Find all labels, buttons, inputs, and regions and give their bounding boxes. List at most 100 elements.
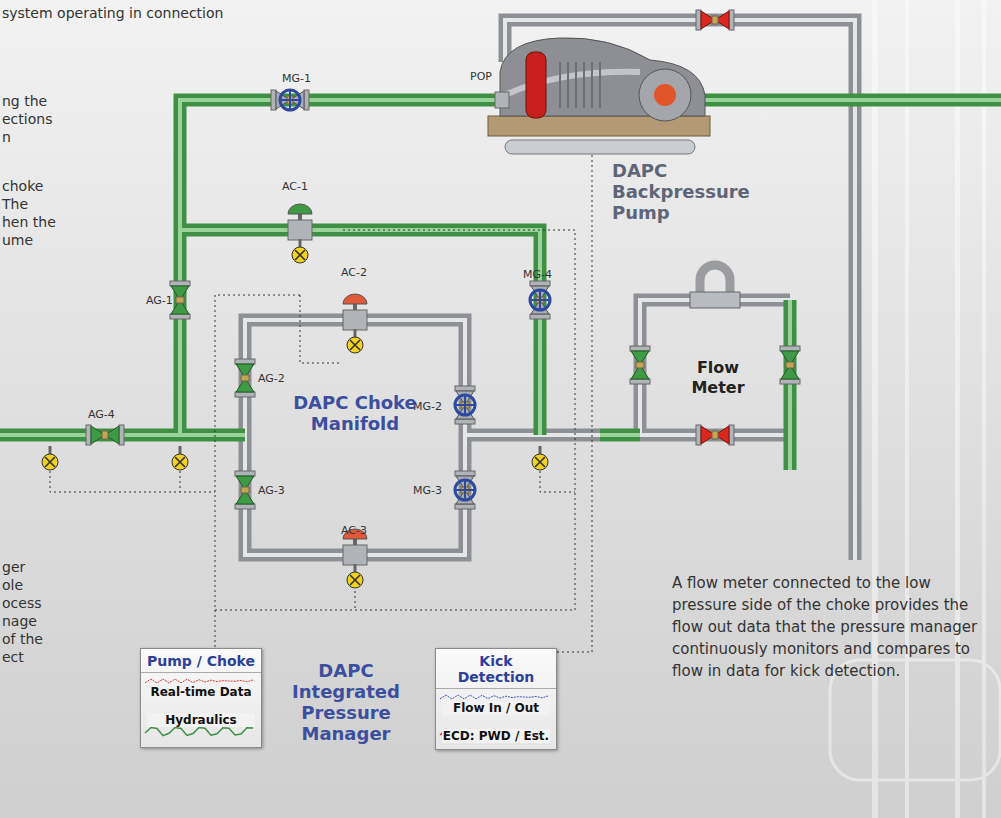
ghost-line bbox=[955, 0, 960, 818]
pressure-sensor bbox=[347, 337, 363, 353]
fin bbox=[591, 62, 593, 108]
fitting-part bbox=[712, 16, 718, 24]
fin bbox=[567, 62, 569, 108]
ghost-line bbox=[872, 0, 878, 818]
fitting-part bbox=[236, 476, 254, 504]
fitting-part bbox=[295, 250, 305, 260]
fitting-part bbox=[455, 504, 475, 509]
body-text: system operating in connection bbox=[2, 4, 223, 22]
choke-tee bbox=[343, 545, 367, 565]
fitting-part bbox=[455, 395, 475, 415]
fitting-part bbox=[636, 362, 644, 368]
ghost-line bbox=[982, 0, 986, 818]
fitting-part bbox=[171, 286, 189, 314]
pump-skid-rail bbox=[505, 140, 695, 154]
fitting-part bbox=[353, 539, 357, 545]
fitting-part bbox=[455, 471, 475, 476]
fitting-part bbox=[304, 90, 309, 110]
body-text: ect bbox=[2, 648, 24, 666]
fitting-part bbox=[530, 290, 550, 310]
fitting-part bbox=[86, 425, 91, 445]
green-pipe bbox=[0, 100, 1001, 470]
fitting-part bbox=[102, 431, 108, 439]
panel-heading: Pump / Choke bbox=[141, 649, 261, 673]
fitting-part bbox=[780, 379, 800, 384]
part-name: DAPC Integrated Pressure Manager bbox=[290, 660, 402, 744]
valve-tag: AG-4 bbox=[88, 408, 115, 421]
pop-valve bbox=[495, 92, 509, 108]
fitting-part bbox=[535, 457, 545, 467]
fin bbox=[583, 62, 585, 108]
body-text: ng the bbox=[2, 92, 47, 110]
panel-text: Flow In / Out bbox=[442, 701, 550, 715]
fitting-part bbox=[712, 431, 718, 439]
fitting-part bbox=[696, 425, 701, 445]
body-text: of the bbox=[2, 630, 43, 648]
panel-heading: Kick Detection bbox=[436, 649, 556, 689]
fitting-part bbox=[455, 419, 475, 424]
fin bbox=[575, 62, 577, 108]
flow-meter bbox=[690, 265, 740, 308]
ghost-line bbox=[905, 0, 909, 818]
fitting-part bbox=[729, 425, 734, 445]
monitor-panel: Pump / ChokeReal-time DataHydraulics bbox=[140, 648, 262, 748]
body-text: nage bbox=[2, 612, 37, 630]
fitting-part bbox=[170, 314, 190, 319]
fitting-part bbox=[276, 91, 304, 109]
choke-dome bbox=[343, 294, 367, 304]
panel-text: ECD: PWD / Est. bbox=[442, 729, 550, 743]
part-name: Flow Meter bbox=[683, 358, 753, 398]
fitting-part bbox=[281, 91, 299, 109]
fitting-part bbox=[456, 391, 474, 419]
valve-symbol bbox=[455, 386, 475, 424]
fitting-part bbox=[701, 11, 729, 29]
valve-tag: MG-1 bbox=[282, 72, 311, 85]
choke-dome bbox=[288, 204, 312, 214]
body-text: ume bbox=[2, 231, 33, 249]
fitting-part bbox=[631, 351, 649, 379]
fitting-part bbox=[271, 90, 276, 110]
fitting-part bbox=[179, 446, 182, 454]
pipe-shine bbox=[0, 100, 1001, 470]
valve-symbol bbox=[780, 346, 800, 384]
part-name: DAPC Backpressure Pump bbox=[612, 160, 762, 223]
pump-end bbox=[639, 69, 691, 121]
pump-cylinder bbox=[526, 52, 546, 118]
fitting-part bbox=[119, 425, 124, 445]
valve-symbol bbox=[86, 425, 124, 445]
fitting-part bbox=[780, 346, 800, 351]
fitting-part bbox=[531, 291, 549, 309]
valve-symbol bbox=[455, 471, 475, 509]
fitting-part bbox=[170, 281, 190, 286]
valve-symbol bbox=[696, 10, 734, 30]
fitting-part bbox=[531, 286, 549, 314]
valve-symbol bbox=[630, 346, 650, 384]
signal-wires bbox=[50, 142, 592, 652]
body-text: ocess bbox=[2, 594, 41, 612]
trend-line bbox=[145, 727, 253, 735]
body-text: n bbox=[2, 128, 11, 146]
valve-tag: POP bbox=[470, 70, 492, 83]
fitting-part bbox=[530, 314, 550, 319]
fitting-part bbox=[350, 575, 360, 585]
body-text: ections bbox=[2, 110, 52, 128]
valve-tag: AC-1 bbox=[282, 180, 308, 193]
valve-tag: AG-3 bbox=[258, 484, 285, 497]
callout-text: A flow meter connected to the low pressu… bbox=[672, 572, 990, 682]
fitting-part bbox=[539, 446, 542, 454]
fin bbox=[599, 62, 601, 108]
pump-base bbox=[488, 116, 710, 136]
valve-symbol bbox=[271, 90, 309, 110]
meter-body bbox=[690, 292, 740, 308]
valve-tag: AG-2 bbox=[258, 372, 285, 385]
body-text: ger bbox=[2, 558, 25, 576]
valve-tag: MG-3 bbox=[413, 484, 442, 497]
valve-symbol bbox=[235, 471, 255, 509]
fitting-part bbox=[786, 362, 794, 368]
valve-tag: AC-3 bbox=[341, 524, 367, 537]
fitting-part bbox=[299, 239, 302, 247]
part-name: DAPC Choke Manifold bbox=[290, 392, 420, 434]
fitting-part bbox=[456, 481, 474, 499]
pump bbox=[488, 38, 710, 154]
fitting-part bbox=[241, 487, 249, 493]
